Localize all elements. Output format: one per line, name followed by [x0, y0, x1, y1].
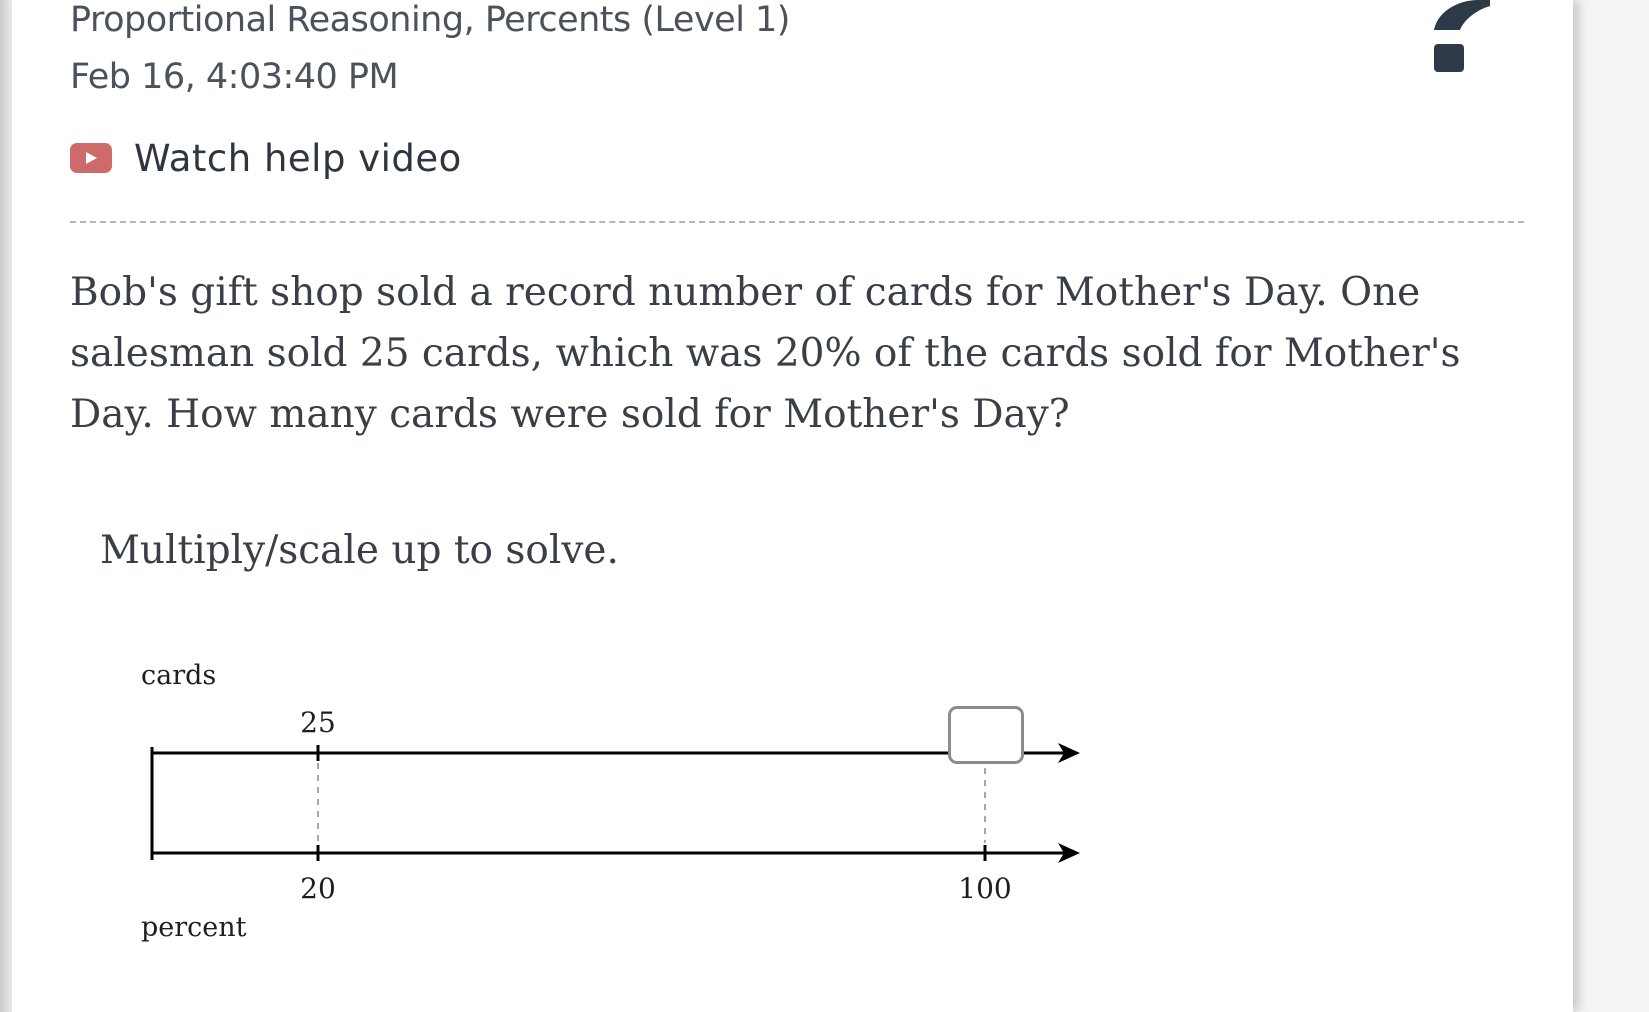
background-margin — [1573, 0, 1649, 1012]
cards-line-arrow — [1058, 743, 1080, 763]
percent-line-arrow — [1058, 843, 1080, 863]
instruction-text: Multiply/scale up to solve. — [100, 528, 619, 573]
question-text: Bob's gift shop sold a record number of … — [70, 270, 1461, 437]
percent-value-100: 100 — [958, 872, 1012, 905]
cards-value-25: 25 — [300, 706, 336, 739]
watch-help-video-link[interactable]: Watch help video — [70, 134, 462, 182]
problem-card: Proportional Reasoning, Percents (Level … — [12, 0, 1573, 1012]
percent-value-20: 20 — [300, 872, 336, 905]
play-video-icon — [70, 143, 112, 173]
timestamp: Feb 16, 4:03:40 PM — [70, 57, 399, 97]
page-edge-shadow — [0, 0, 12, 1012]
section-divider — [70, 221, 1524, 223]
cards-axis-label: cards — [141, 660, 217, 691]
page-title: Proportional Reasoning, Percents (Level … — [70, 0, 790, 40]
question-mark-icon[interactable] — [1430, 0, 1490, 78]
watch-help-video-label: Watch help video — [134, 136, 462, 180]
percent-axis-label: percent — [141, 912, 247, 943]
answer-input[interactable] — [948, 706, 1024, 764]
